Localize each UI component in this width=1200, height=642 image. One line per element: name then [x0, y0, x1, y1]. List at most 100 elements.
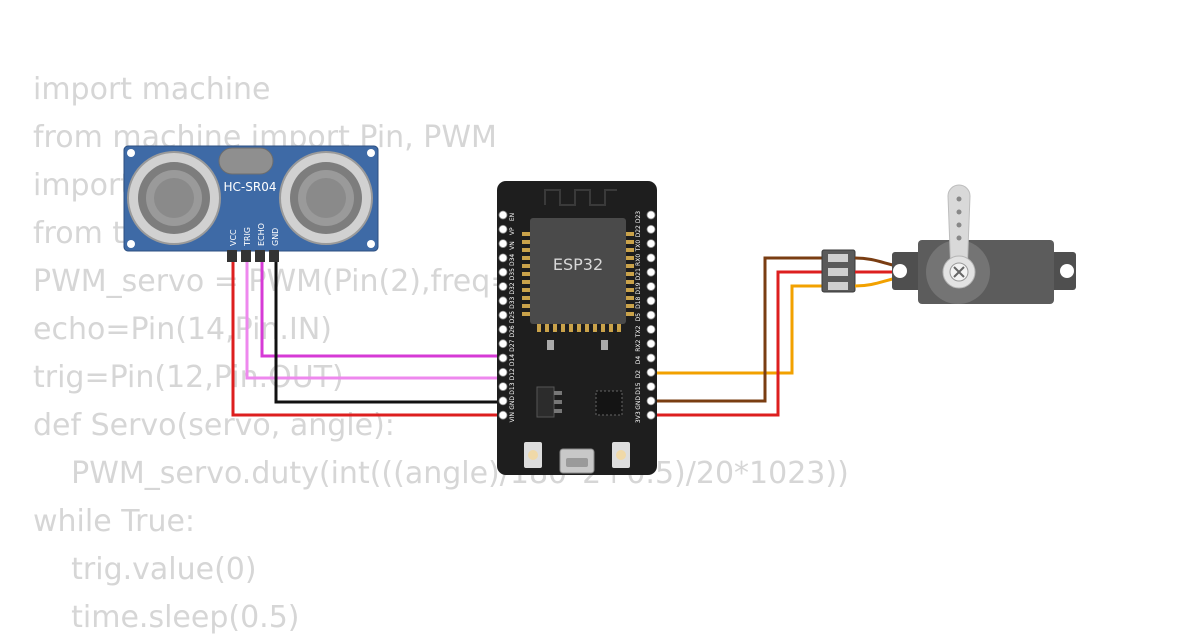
pin-label: D18: [635, 296, 642, 308]
module-pad: [626, 256, 634, 260]
left-pin[interactable]: [498, 382, 508, 392]
right-pin[interactable]: [646, 296, 656, 306]
module-pad: [593, 324, 597, 332]
pin-label: GND: [635, 396, 642, 410]
wire-servo-vcc: [651, 270, 822, 417]
pin-label: VIN: [509, 412, 516, 422]
module-pad: [609, 324, 613, 332]
pin-label: GND: [509, 396, 516, 410]
pin-label: D34: [509, 254, 516, 266]
module-pad: [626, 296, 634, 300]
module-pad: [522, 264, 530, 268]
module-pad: [626, 288, 634, 292]
module-pad: [522, 304, 530, 308]
right-pin[interactable]: [646, 324, 656, 334]
left-pin[interactable]: [498, 267, 508, 277]
left-pin[interactable]: [498, 296, 508, 306]
code-line: trig.value(0): [33, 552, 257, 587]
left-pin[interactable]: [498, 239, 508, 249]
left-pin[interactable]: [498, 324, 508, 334]
left-pin[interactable]: [498, 310, 508, 320]
right-pin[interactable]: [646, 382, 656, 392]
pin-label: D5: [635, 313, 642, 322]
right-pin[interactable]: [646, 224, 656, 234]
right-pin[interactable]: [646, 410, 656, 420]
module-pad: [626, 264, 634, 268]
module-pad: [545, 324, 549, 332]
pin-label: D35: [509, 268, 516, 280]
right-pin[interactable]: [646, 282, 656, 291]
left-pin[interactable]: [498, 210, 508, 220]
module-pad: [522, 296, 530, 300]
pin-label: D19: [635, 282, 642, 294]
ultrasonic-sensor[interactable]: HC-SR04 VCC TRIG ECHO GND: [123, 145, 379, 262]
pin-label: D26: [509, 325, 516, 337]
wire-trig: [245, 262, 500, 380]
usb-chip: [595, 390, 623, 416]
module-pad: [617, 324, 621, 332]
right-pin[interactable]: [646, 267, 656, 277]
pin-label: TX0: [635, 240, 642, 253]
right-pin[interactable]: [646, 396, 656, 406]
module-pad: [626, 248, 634, 252]
pin-label: D22: [635, 225, 642, 237]
wifi-antenna-trace: [544, 189, 617, 206]
boot-button[interactable]: [524, 442, 542, 468]
sensor-pin-gnd: GND: [271, 228, 280, 246]
module-pad: [626, 312, 634, 316]
module-pad: [522, 248, 530, 252]
module-pads: [522, 232, 634, 332]
pin-label: EN: [509, 213, 516, 221]
right-pin[interactable]: [646, 253, 656, 263]
code-line: import machine: [33, 72, 271, 107]
pin-label: D14: [509, 354, 516, 366]
crystal-oscillator: [218, 147, 274, 175]
voltage-regulator: [536, 386, 555, 418]
code-line: echo=Pin(14,Pin.IN): [33, 312, 332, 347]
en-button[interactable]: [612, 442, 630, 468]
module-pad: [585, 324, 589, 332]
module-pad: [561, 324, 565, 332]
module-pad: [553, 324, 557, 332]
wire-vcc: [231, 262, 500, 417]
module-pad: [577, 324, 581, 332]
left-pin-header: ENVPVND34D35D32D33D25D26D27D14D12D13GNDV…: [498, 210, 516, 422]
wire-gnd: [274, 262, 500, 404]
pin-label: D23: [635, 211, 642, 223]
pin-label: RX0: [635, 254, 642, 266]
sensor-header-pins: [227, 250, 279, 262]
right-pin[interactable]: [646, 367, 656, 377]
servo-motor[interactable]: [892, 184, 1076, 304]
code-line: while True:: [33, 504, 196, 539]
esp32-board[interactable]: ESP32 ENVPVND34D35D32D33D25D26D27D14D12D…: [497, 181, 657, 475]
left-pin[interactable]: [498, 282, 508, 291]
right-pin[interactable]: [646, 210, 656, 220]
pin-label: 3V3: [635, 411, 642, 423]
right-pin[interactable]: [646, 239, 656, 249]
left-pin[interactable]: [498, 396, 508, 406]
pin-label: D2: [635, 370, 642, 379]
right-pin[interactable]: [646, 353, 656, 363]
pin-label: D27: [509, 339, 516, 351]
pin-label: D4: [635, 356, 642, 365]
pin-label: D12: [509, 368, 516, 380]
sensor-wires: [231, 262, 500, 417]
module-pad: [626, 304, 634, 308]
pin-label: D32: [509, 282, 516, 294]
right-pin[interactable]: [646, 339, 656, 349]
wire-servo-gnd: [651, 256, 822, 403]
transducer-right: [279, 151, 373, 245]
servo-connector: [821, 249, 856, 293]
left-pin[interactable]: [498, 224, 508, 234]
module-pad: [522, 280, 530, 284]
module-pad: [569, 324, 573, 332]
left-pin[interactable]: [498, 339, 508, 349]
left-pin[interactable]: [498, 410, 508, 420]
right-pin[interactable]: [646, 310, 656, 320]
left-pin[interactable]: [498, 253, 508, 263]
code-line: PWM_servo.duty(int(((angle)/180*2+0.5)/2…: [33, 456, 849, 491]
servo-wires: [651, 256, 822, 417]
module-pad: [626, 232, 634, 236]
left-pin[interactable]: [498, 367, 508, 377]
left-pin[interactable]: [498, 353, 508, 363]
